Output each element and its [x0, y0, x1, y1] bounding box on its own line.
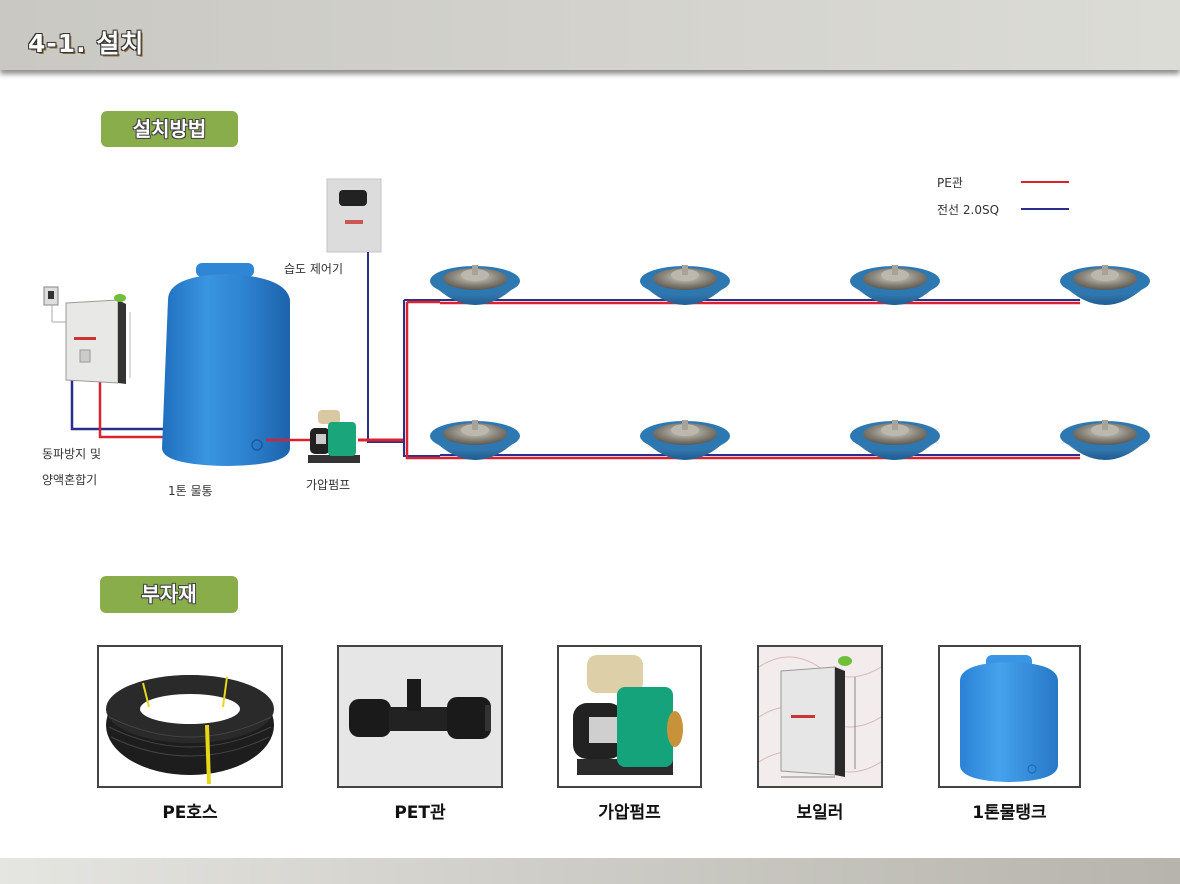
sprinkler-nozzle-icon: [850, 420, 940, 460]
boiler-tank-connections: [70, 380, 180, 439]
label-tank: 1톤 물통: [168, 484, 213, 498]
water-tank-icon: [960, 655, 1058, 782]
page-title: 4-1. 설치: [28, 29, 145, 58]
footer-bar: [0, 858, 1180, 884]
accessory-image-water-tank: [938, 645, 1081, 788]
label-pump: 가압펌프: [306, 478, 351, 492]
legend-label-pe-pipe: PE관: [937, 176, 963, 190]
accessory-image-pe-hose: [97, 645, 283, 788]
boiler-icon: [759, 656, 881, 778]
section-tag-install-method: 설치방법: [101, 111, 238, 147]
water-tank-icon: [162, 263, 290, 466]
section-tag-accessories: 부자재: [100, 576, 238, 613]
legend-line-wire: [1021, 208, 1069, 210]
sprinkler-nozzle-icon: [850, 265, 940, 305]
accessory-label-water-tank: 1톤물탱크: [972, 803, 1047, 823]
sprinkler-nozzle-icon: [430, 265, 520, 305]
sprinkler-nozzle-icon: [1060, 420, 1150, 460]
installation-diagram: [43, 178, 1150, 466]
sprinkler-nozzle-icon: [640, 265, 730, 305]
label-humidity-controller: 습도 제어기: [284, 262, 344, 276]
pipe-fitting-icon: [349, 679, 491, 739]
pump-icon: [308, 410, 360, 463]
distribution-manifold: [403, 299, 440, 460]
boiler-unit-icon: [43, 286, 131, 384]
label-boiler-line2: 양액혼합기: [42, 473, 98, 487]
sprinkler-nozzle-icon: [1060, 265, 1150, 305]
accessory-image-pet-pipe: [337, 645, 503, 788]
sprinkler-nozzle-icon: [640, 420, 730, 460]
accessory-image-pump: [557, 645, 702, 788]
nozzle-group: [430, 265, 1150, 460]
controller-wire: [367, 252, 404, 443]
sprinkler-nozzle-icon: [430, 420, 520, 460]
nozzle-row-pipes: [440, 299, 1080, 460]
header-bar: 4-1. 설치: [0, 0, 1180, 70]
legend-line-pe-pipe: [1021, 181, 1069, 183]
accessory-label-boiler: 보일러: [796, 803, 844, 823]
humidity-controller-icon: [326, 178, 382, 253]
accessory-label-pe-hose: PE호스: [162, 803, 218, 823]
legend-label-wire: 전선 2.0SQ: [937, 203, 1000, 217]
label-boiler-line1: 동파방지 및: [42, 447, 102, 461]
accessory-label-pet-pipe: PET관: [394, 803, 446, 823]
accessory-label-pump: 가압펌프: [598, 803, 661, 823]
hose-coil-icon: [106, 675, 274, 785]
pump-icon: [573, 655, 683, 775]
accessory-image-boiler: [757, 645, 883, 788]
